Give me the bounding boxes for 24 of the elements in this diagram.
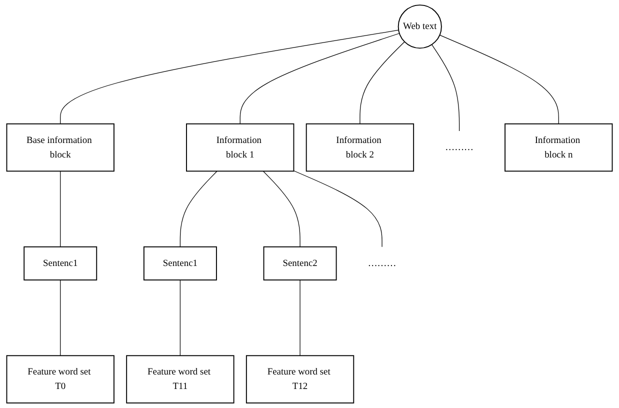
node-circle: Web text	[398, 4, 442, 49]
connector	[360, 41, 405, 124]
node-box: Feature word set T11	[126, 355, 234, 404]
node-box: Information block 2	[306, 123, 414, 172]
connector	[293, 170, 382, 248]
connector	[262, 170, 300, 248]
connector	[60, 170, 61, 248]
node-box: Sentenc1	[24, 246, 98, 280]
connector	[180, 170, 218, 248]
node-box: Information block n	[504, 123, 613, 172]
connector	[180, 280, 181, 356]
node-text: ………	[445, 142, 474, 152]
node-box: Feature word set T0	[6, 355, 114, 404]
connector	[431, 44, 460, 132]
connector	[60, 280, 61, 356]
node-text: ………	[368, 258, 396, 268]
node-box: Sentenc2	[263, 246, 337, 280]
connector	[240, 33, 400, 124]
connector	[439, 34, 559, 124]
node-box: Base information block	[6, 123, 114, 172]
node-box: Feature word set T12	[246, 355, 354, 404]
node-box: Sentenc1	[143, 246, 217, 280]
connector	[60, 30, 399, 124]
node-box: Information block 1	[186, 123, 294, 172]
